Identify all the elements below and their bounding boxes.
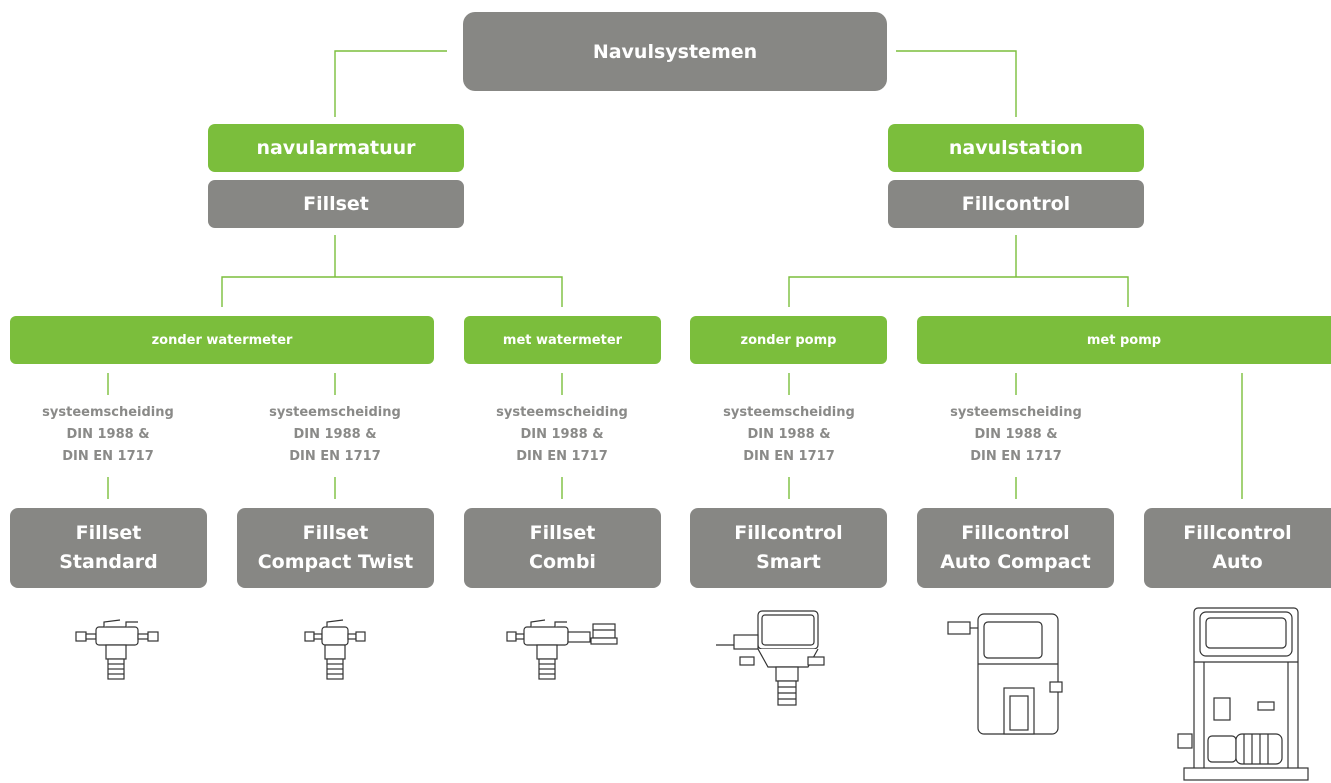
requirement-note: systeemscheiding DIN 1988 & DIN EN 1717 [936,402,1096,468]
product-group-label: Fillset [303,193,369,215]
subcategory-label: zonder pomp [740,332,837,348]
category-label: navularmatuur [256,137,416,159]
note-line: DIN 1988 & [747,427,831,442]
product-fillset-combi: Fillset Combi [464,508,661,588]
note-line: DIN 1988 & [974,427,1058,442]
subcategory-zonder-pomp: zonder pomp [690,316,887,364]
product-fillcontrol-smart: Fillcontrol Smart [690,508,887,588]
requirement-note: systeemscheiding DIN 1988 & DIN EN 1717 [28,402,188,468]
product-fillcontrol-auto: Fillcontrol Auto [1144,508,1331,588]
product-line1: Fillset [302,522,369,544]
product-line1: Fillset [529,522,596,544]
product-line1: Fillcontrol [1183,522,1292,544]
subcategory-zonder-watermeter: zonder watermeter [10,316,434,364]
fill-control-box-drawing [712,609,852,709]
subcategory-label: met pomp [1086,332,1162,348]
product-line2: Smart [756,551,821,573]
category-label: navulstation [948,137,1084,159]
subcategory-met-pomp: met pomp [917,316,1331,364]
note-line: systeemscheiding [950,405,1082,420]
root-node: Navulsystemen [463,12,887,91]
product-line2: Compact Twist [257,551,414,573]
subcategory-label: met watermeter [502,332,623,348]
requirement-note: systeemscheiding DIN 1988 & DIN EN 1717 [255,402,415,468]
subcategory-met-watermeter: met watermeter [464,316,661,364]
note-line: DIN EN 1717 [289,449,381,464]
product-fillcontrol-auto-compact: Fillcontrol Auto Compact [917,508,1114,588]
fill-valve-drawing [303,618,367,682]
requirement-note: systeemscheiding DIN 1988 & DIN EN 1717 [709,402,869,468]
note-line: DIN 1988 & [293,427,377,442]
fill-valve-drawing [74,618,160,682]
fill-station-cabinet-drawing [944,612,1074,737]
requirement-note: systeemscheiding DIN 1988 & DIN EN 1717 [482,402,642,468]
fill-station-pump-drawing [1174,606,1314,783]
product-line2: Auto [1212,551,1263,573]
note-line: DIN EN 1717 [743,449,835,464]
note-line: systeemscheiding [496,405,628,420]
product-line2: Standard [59,551,158,573]
product-line1: Fillcontrol [734,522,843,544]
product-line1: Fillcontrol [961,522,1070,544]
note-line: systeemscheiding [269,405,401,420]
subcategory-label: zonder watermeter [151,332,293,348]
note-line: DIN EN 1717 [516,449,608,464]
root-node-label: Navulsystemen [592,40,758,63]
product-line2: Auto Compact [940,551,1091,573]
product-group-fillcontrol: Fillcontrol [888,180,1144,228]
product-line2: Combi [529,551,596,573]
note-line: systeemscheiding [42,405,174,420]
note-line: systeemscheiding [723,405,855,420]
note-line: DIN EN 1717 [970,449,1062,464]
product-group-fillset: Fillset [208,180,464,228]
category-navularmatuur: navularmatuur [208,124,464,172]
product-group-label: Fillcontrol [961,193,1071,215]
note-line: DIN 1988 & [66,427,150,442]
product-fillset-standard: Fillset Standard [10,508,207,588]
note-line: DIN 1988 & [520,427,604,442]
product-line1: Fillset [75,522,142,544]
product-fillset-compact-twist: Fillset Compact Twist [237,508,434,588]
category-navulstation: navulstation [888,124,1144,172]
note-line: DIN EN 1717 [62,449,154,464]
fill-valve-meter-drawing [505,618,621,682]
